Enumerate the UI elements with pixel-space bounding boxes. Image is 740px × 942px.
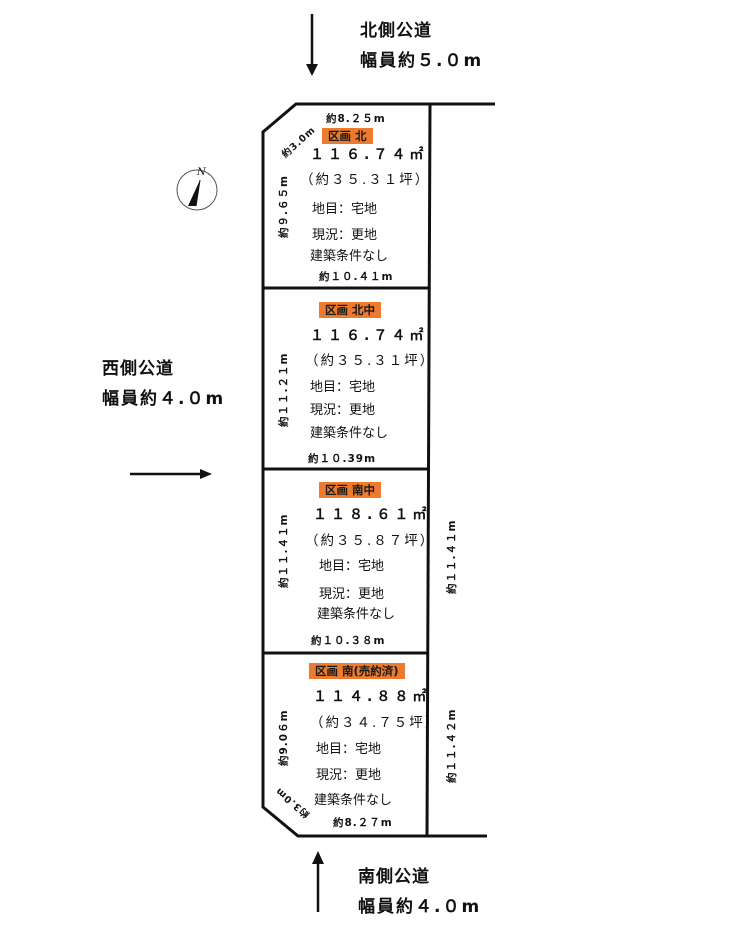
lot-south-bottom-dimension: 約8.２７m (333, 817, 393, 829)
north-road-label: 北側公道 幅員約５.０m (360, 16, 483, 76)
lot-north-middle-left-dimension: 約１１.２１m (278, 352, 290, 427)
lot-north-middle-badge: 区画 北中 (319, 302, 382, 318)
lot-south-middle-tsubo: （約３５.８７坪） (305, 533, 436, 549)
lot-north-land-category: 地目：宅地 (312, 202, 378, 217)
lot-north-top-dimension: 約8.２５m (326, 113, 386, 125)
lot-south-middle-right-dimension: 約１１.４１m (446, 519, 458, 594)
lot-south-badge: 区画 南(売約済) (309, 663, 405, 679)
lot-north-condition: 建築条件なし (310, 249, 389, 264)
north-road-name: 北側公道 (360, 21, 432, 41)
lot-south-right-dimension: 約１１.４２m (446, 708, 458, 783)
lot-south-middle-area: １１８.６１㎡ (313, 507, 431, 523)
lot-south-land-category: 地目：宅地 (316, 742, 382, 757)
lot-north-middle-tsubo: （約３５.３１坪） (305, 353, 436, 369)
north-road-arrow-icon (306, 14, 318, 76)
lot-north-badge: 区画 北 (322, 128, 373, 144)
west-road-label: 西側公道 幅員約４.０m (102, 354, 225, 414)
south-road-label: 南側公道 幅員約４.０m (358, 862, 481, 922)
lot-south-left-dimension: 約9.0６m (278, 709, 290, 766)
west-road-width: 幅員約４.０m (102, 389, 226, 409)
lot-south-middle-badge: 区画 南中 (319, 482, 382, 498)
north-arrow-icon (176, 169, 218, 211)
south-road-width: 幅員約４.０m (358, 897, 482, 917)
lot-south-middle-left-dimension: 約１１.４１m (278, 513, 290, 588)
lot-north-tsubo: （約３５.３１坪） (300, 172, 431, 188)
lot-south-area: １１４.８８㎡ (313, 689, 431, 705)
south-road-arrow-icon (312, 851, 324, 912)
south-road-name: 南側公道 (358, 867, 430, 887)
lot-south-tsubo: （約３４.７５坪） (310, 715, 441, 731)
lot-north-area: １１６.７４㎡ (310, 147, 428, 163)
lot-north-middle-bottom-dimension: 約１０.39m (308, 453, 377, 465)
lot-south-current-state: 現況：更地 (316, 768, 382, 783)
north-road-width: 幅員約５.０m (360, 51, 484, 71)
lot-north-current-state: 現況：更地 (312, 228, 378, 243)
lot-south-middle-current-state: 現況：更地 (319, 587, 385, 602)
west-road-name: 西側公道 (102, 359, 174, 379)
lot-south-middle-bottom-dimension: 約１０.３８m (311, 635, 386, 647)
lot-north-left-dimension: 約９.６５m (278, 175, 290, 238)
lot-south-middle-condition: 建築条件なし (317, 607, 396, 622)
west-road-arrow-icon (130, 469, 212, 479)
lot-south-condition: 建築条件なし (314, 793, 393, 808)
lot-north-bottom-dimension: 約１０.４１m (319, 271, 394, 283)
lot-north-middle-current-state: 現況：更地 (310, 403, 376, 418)
lot-south-middle-land-category: 地目：宅地 (319, 559, 385, 574)
compass-n-label: N (197, 167, 206, 178)
lot-north-middle-area: １１６.７４㎡ (310, 328, 428, 344)
lot-boundary (261, 102, 495, 838)
lot-north-middle-condition: 建築条件なし (310, 426, 389, 441)
compass: N (175, 167, 219, 212)
lot-north-middle-land-category: 地目：宅地 (310, 380, 376, 395)
